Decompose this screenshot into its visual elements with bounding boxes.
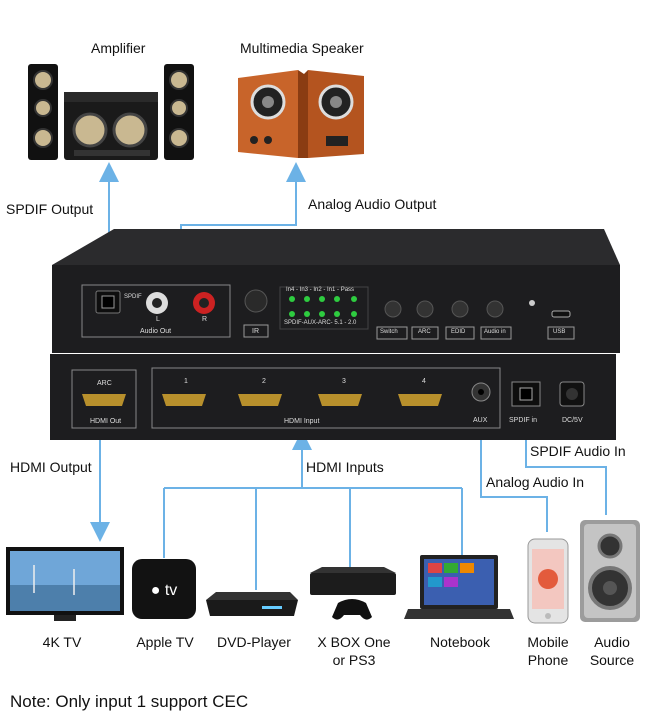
label-multimedia-speaker: Multimedia Speaker [240,40,364,56]
mobile-phone-image [527,538,569,624]
notebook-image [404,555,514,619]
right-channel-label: R [202,316,208,323]
tv-image [6,547,124,621]
hdmi-input-label: HDMI Input [284,418,320,425]
device-label-apple-tv: Apple TV [136,634,194,650]
arrow-spdif-in [516,420,607,515]
device-label-notebook: Notebook [430,634,490,650]
arrow-analog-in [471,420,548,532]
hdmi-input-number-2: 2 [262,378,266,385]
device-label-phone-line1: Mobile [527,634,569,650]
switch-button[interactable]: Switch [380,329,398,335]
device-label-xbox-line1: X BOX One [317,634,391,650]
ir-label: IR [252,328,259,335]
apple-tv-logo-text: ● tv [151,582,178,599]
device-label-tv: 4K TV [42,634,82,650]
device-label-phone: Mobile Phone [520,633,576,669]
label-analog-audio-output: Analog Audio Output [308,196,437,212]
label-amplifier: Amplifier [91,40,146,56]
device-bottom-panel [50,354,616,440]
apple-tv-image: ● tv [132,559,196,619]
device-label-xbox: X BOX One or PS3 [306,633,402,669]
label-spdif-audio-in: SPDIF Audio In [530,443,626,459]
device-label-audio-source-line2: Source [589,652,635,668]
dvd-player-image [206,592,298,616]
led-bottom-labels: SPDIF-AUX-ARC- 5.1 - 2.0 [284,320,357,326]
dc-label: DC/5V [562,417,583,424]
label-hdmi-output: HDMI Output [10,459,92,475]
spdif-port-label: SPDIF [124,294,142,300]
xbox-image [310,567,396,620]
hdmi-input-number-3: 3 [342,378,346,385]
audio-out-label: Audio Out [140,328,172,335]
device-label-audio-source: Audio Source [582,633,642,669]
left-channel-label: L [156,316,160,323]
spdif-in-label: SPDIF in [509,417,538,424]
arc-button[interactable]: ARC [418,329,431,335]
hdmi-input-number-4: 4 [422,378,426,385]
device-label-xbox-line2: or PS3 [332,652,376,668]
audio-in-button[interactable]: Audio in [484,329,506,335]
device-top-panel [52,229,620,353]
device-label-audio-source-line1: Audio [594,634,630,650]
usb-label: USB [553,329,566,335]
arc-label: ARC [97,380,112,387]
device-label-dvd: DVD-Player [217,634,291,650]
hdmi-input-number-1: 1 [184,378,188,385]
multimedia-speaker-image [238,70,364,158]
aux-label: AUX [473,417,488,424]
led-top-labels: In4 - In3 - In2 - In1 - Pass [286,287,355,293]
device-label-phone-line2: Phone [527,652,569,668]
edid-button[interactable]: EDID [451,329,466,335]
amplifier-image [28,64,194,160]
label-spdif-output: SPDIF Output [6,201,94,217]
cec-note: Note: Only input 1 support CEC [10,692,249,711]
audio-source-image [580,520,640,622]
label-hdmi-inputs: HDMI Inputs [306,459,384,475]
hdmi-out-label: HDMI Out [90,418,122,425]
label-analog-audio-in: Analog Audio In [486,474,585,490]
